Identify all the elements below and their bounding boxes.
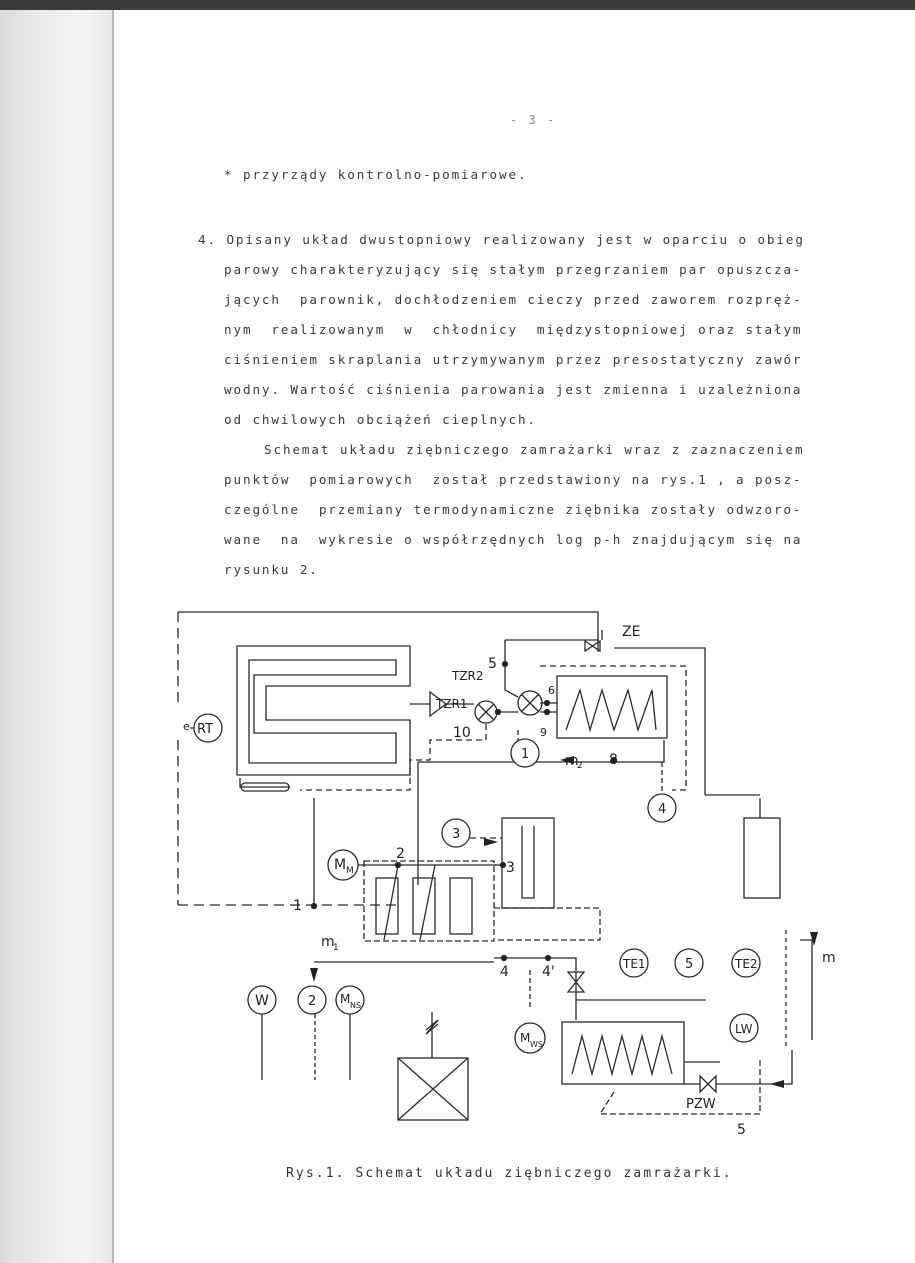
mns-sub: NS <box>350 1001 361 1010</box>
point-4: 4 <box>500 964 509 980</box>
te1-sensor <box>619 948 649 978</box>
circle-5-number: 5 <box>685 957 693 972</box>
point-1: 1 <box>293 898 302 914</box>
point-4-prime: 4' <box>542 964 555 980</box>
scan-top-edge <box>0 0 915 10</box>
pzw-label: PZW <box>686 1097 716 1112</box>
mws-sub: WS <box>530 1040 543 1049</box>
measure-point-4 <box>647 793 677 823</box>
figure-caption: Rys.1. Schemat układu ziębniczego zamraż… <box>286 1166 733 1181</box>
paragraph-line: ciśnieniem skraplania utrzymywanym przez… <box>224 352 803 367</box>
mns-label: M <box>340 992 350 1006</box>
mm-gauge <box>327 849 359 881</box>
ze-label: ZE <box>622 624 640 640</box>
measure-point-5 <box>674 948 704 978</box>
m1-label: m <box>321 934 335 950</box>
te2-sensor <box>731 948 761 978</box>
paragraph-line: Schemat układu ziębniczego zamrażarki wr… <box>264 442 805 457</box>
pzw-valve <box>699 1074 717 1094</box>
tzr1-label: TZR1 <box>435 697 468 711</box>
evaporator-coil <box>236 645 411 776</box>
tzr2-label: TZR2 <box>451 669 484 683</box>
point-3: 3 <box>506 860 515 876</box>
lw-label: LW <box>735 1022 753 1036</box>
te1-label: TE1 <box>622 957 646 971</box>
paragraph-line: punktów pomiarowych został przedstawiony… <box>224 472 803 487</box>
flow-arrow <box>770 1080 784 1088</box>
m-label: m <box>822 950 836 966</box>
mm-sub: M <box>346 866 354 876</box>
ze-valve <box>584 639 601 653</box>
compressor-3 <box>449 877 473 935</box>
page-number: - 3 - <box>510 113 557 127</box>
measure-point-1 <box>510 738 540 768</box>
paragraph-line: jących parownik, dochłodzeniem cieczy pr… <box>224 292 803 307</box>
electric-line-top <box>178 611 599 636</box>
expansion-valve-triangle <box>429 690 448 718</box>
paragraph-line: nym realizowanym w chłodnicy międzystopn… <box>224 322 803 337</box>
m2-sub: 2 <box>577 761 583 771</box>
te2-label: TE2 <box>734 957 758 971</box>
compressor-housing <box>363 860 495 942</box>
solenoid-valve <box>566 971 586 993</box>
compressor-2 <box>412 877 436 935</box>
m1-sub: 1 <box>333 943 339 953</box>
circle-2-number: 2 <box>308 994 316 1009</box>
bullet-line: * przyrządy kontrolno-pomiarowe. <box>224 167 528 182</box>
intercooler <box>556 675 668 739</box>
paragraph-line: wodny. Wartość ciśnienia parowania jest … <box>224 382 803 397</box>
paragraph-line: czególne przemiany termodynamiczne ziębn… <box>224 502 803 517</box>
motor-box <box>397 1057 469 1121</box>
paragraph-line: 4. Opisany układ dwustopniowy realizowan… <box>198 232 805 247</box>
paragraph-line: wane na wykresie o współrzędnych log p-h… <box>224 532 803 547</box>
water-condenser <box>561 1021 685 1085</box>
point-5: 5 <box>488 656 497 672</box>
evaporator-outlet <box>240 782 290 792</box>
rt-label: RT <box>197 722 213 737</box>
electric-line <box>177 612 398 906</box>
flow-arrow <box>484 838 498 846</box>
point-6: 6 <box>548 684 555 697</box>
flow-arrow <box>310 968 318 982</box>
circle-3-number: 3 <box>452 827 460 842</box>
mws-gauge <box>514 1022 546 1054</box>
circle-1-number: 1 <box>521 747 529 762</box>
w-gauge <box>247 985 277 1015</box>
mws-label: M <box>520 1031 530 1045</box>
lw-gauge <box>729 1013 759 1043</box>
scan-left-margin <box>0 10 112 1263</box>
page-edge-line <box>112 10 114 1263</box>
flow-arrow <box>560 756 574 764</box>
point-5-bottom: 5 <box>737 1122 746 1138</box>
circle-4-number: 4 <box>658 802 666 817</box>
point-9: 9 <box>540 726 547 739</box>
point-2: 2 <box>396 846 405 862</box>
e-label: e <box>183 720 190 733</box>
paragraph-line: rysunku 2. <box>224 562 319 577</box>
paragraph-line: parowy charakteryzujący się stałym przeg… <box>224 262 803 277</box>
mm-label: M <box>334 857 346 873</box>
measure-point-3 <box>441 818 471 848</box>
measure-point-2 <box>297 985 327 1015</box>
mns-gauge <box>335 985 365 1015</box>
compressor-1 <box>375 877 399 935</box>
rt-gauge <box>193 713 223 743</box>
flow-arrow <box>810 932 818 946</box>
point-10: 10 <box>453 725 471 741</box>
m2-label: m <box>565 753 579 769</box>
paragraph-line: od chwilowych obciążeń cieplnych. <box>224 412 537 427</box>
w-label: W <box>255 993 269 1009</box>
receiver-tank <box>743 817 781 899</box>
point-8: 8 <box>609 752 618 768</box>
